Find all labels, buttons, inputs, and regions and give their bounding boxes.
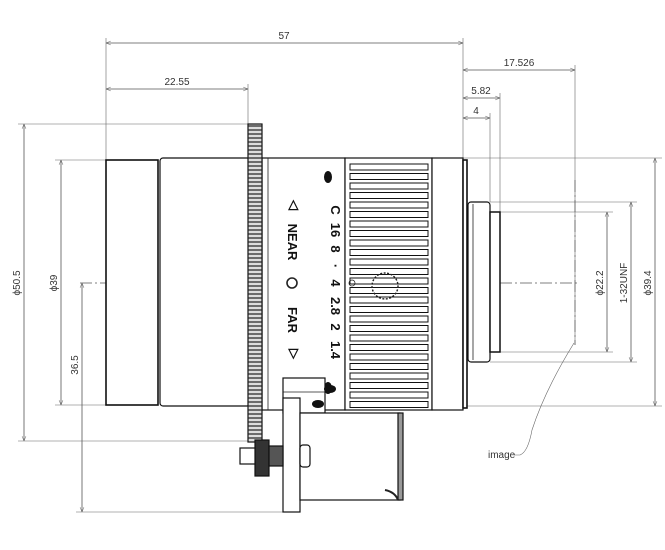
aperture-2: 2 xyxy=(328,323,343,330)
image-plane-label: image xyxy=(488,450,516,461)
aperture-c: C xyxy=(328,205,343,215)
rear-flange xyxy=(462,159,468,409)
pinion-shaft xyxy=(239,447,256,465)
dim-label-mount-thread: 1-32UNF xyxy=(619,263,630,304)
lock-screw-icon xyxy=(371,272,399,300)
dimension-lines xyxy=(21,40,658,513)
dim-label-mount-depth: 5.82 xyxy=(471,86,491,97)
motor-housing xyxy=(299,412,401,501)
dim-label-rear-inner-diameter: ϕ22.2 xyxy=(595,270,606,296)
knurl-rib xyxy=(349,372,429,380)
bracket-plate xyxy=(282,397,301,513)
focus-ring xyxy=(261,157,346,411)
second-barrel xyxy=(159,157,251,407)
dim-label-mount-step: 4 xyxy=(473,106,479,117)
ring-markings: ◁ NEAR FAR ▷ C 16 8 · 4 2.8 2 1.4 xyxy=(285,199,343,360)
aperture-2-8: 2.8 xyxy=(328,297,343,315)
knurl-rib xyxy=(349,230,429,237)
knurl-rib xyxy=(349,163,429,171)
aperture-4: 4 xyxy=(328,279,343,287)
focus-far-label: FAR xyxy=(285,307,300,334)
knurl-rib xyxy=(349,249,429,256)
image-leader-line xyxy=(514,342,575,456)
knurl-rib xyxy=(349,258,429,266)
index-dot xyxy=(348,279,356,287)
knurl-rib xyxy=(349,220,429,228)
knurl-rib xyxy=(349,382,429,389)
focus-index-icon xyxy=(286,277,298,289)
dim-label-overall-length: 57 xyxy=(278,31,290,42)
dim-label-front-diameter: ϕ39 xyxy=(49,274,60,291)
pinion-gear xyxy=(254,439,270,477)
knurl-rib xyxy=(349,296,429,304)
knurl-rib xyxy=(349,173,429,180)
aperture-dot: · xyxy=(328,264,343,268)
lens-body xyxy=(105,123,501,443)
focus-near-label: NEAR xyxy=(285,224,300,261)
motor-knob xyxy=(299,444,311,468)
gear-teeth xyxy=(248,125,262,439)
knurl-rib xyxy=(349,401,429,408)
motor-bracket xyxy=(239,377,404,513)
knurl-rib xyxy=(349,391,429,399)
dim-label-flange-back: 17.526 xyxy=(504,58,535,69)
knurl-rib xyxy=(349,334,429,342)
aperture-1-4: 1.4 xyxy=(328,341,343,360)
dim-label-front-length: 22.55 xyxy=(164,77,189,88)
dim-label-gear-to-center: 36.5 xyxy=(70,355,81,375)
front-barrel xyxy=(105,159,159,406)
aperture-16: 16 xyxy=(328,223,343,237)
knurl-lines xyxy=(349,163,429,408)
knurl-rib xyxy=(349,315,429,323)
knurl-rib xyxy=(349,287,429,294)
knurl-rib xyxy=(349,268,429,275)
near-arrow-icon: ◁ xyxy=(287,199,302,211)
knurl-rib xyxy=(349,344,429,351)
dim-label-max-diameter: ϕ50.5 xyxy=(12,270,23,296)
knurl-rib xyxy=(349,211,429,218)
dim-label-rear-diameter: ϕ39.4 xyxy=(643,270,654,296)
knurl-rib xyxy=(349,353,429,361)
rear-body xyxy=(431,157,464,411)
c-mount-thread xyxy=(489,211,501,353)
knurl-rib xyxy=(349,201,429,209)
aperture-8: 8 xyxy=(328,245,343,252)
knurl-rib xyxy=(349,325,429,332)
ring-screw-top xyxy=(324,171,332,183)
knurl-rib xyxy=(349,363,429,370)
knurl-rib xyxy=(349,239,429,247)
c-mount xyxy=(467,201,491,363)
knurl-rib xyxy=(349,182,429,190)
far-arrow-icon: ▷ xyxy=(287,348,302,360)
knurl-rib xyxy=(349,192,429,199)
knurl-rib xyxy=(349,306,429,313)
